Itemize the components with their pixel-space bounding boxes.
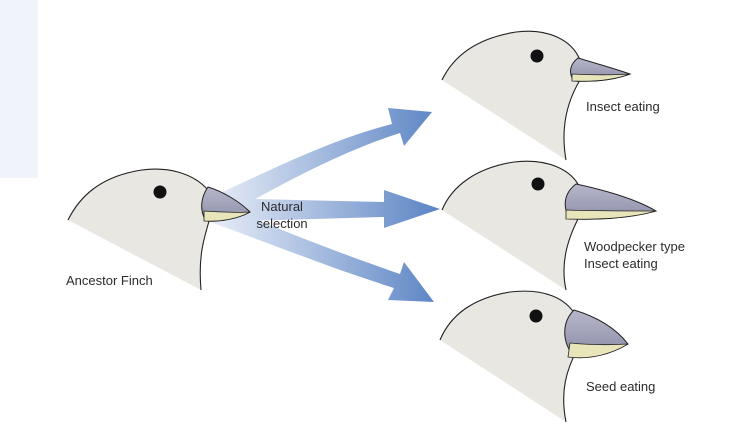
- insect-eating-label: Insect eating: [586, 98, 660, 115]
- background-band: [0, 0, 38, 178]
- natural-selection-label: Natural selection: [246, 198, 318, 232]
- woodpecker-type-label: Woodpecker type Insect eating: [584, 238, 685, 272]
- natural-selection-arrows: [210, 108, 440, 302]
- woodpecker-type-label-line2: Insect eating: [584, 255, 685, 272]
- seed-eating-finch-head: [440, 291, 628, 422]
- natural-selection-label-line2: selection: [246, 215, 318, 232]
- ancestor-finch-label: Ancestor Finch: [66, 272, 153, 289]
- natural-selection-label-line1: Natural: [246, 198, 318, 215]
- insect-eating-finch-head: [442, 31, 630, 160]
- seed-eating-label: Seed eating: [586, 378, 655, 395]
- woodpecker-type-label-line1: Woodpecker type: [584, 238, 685, 255]
